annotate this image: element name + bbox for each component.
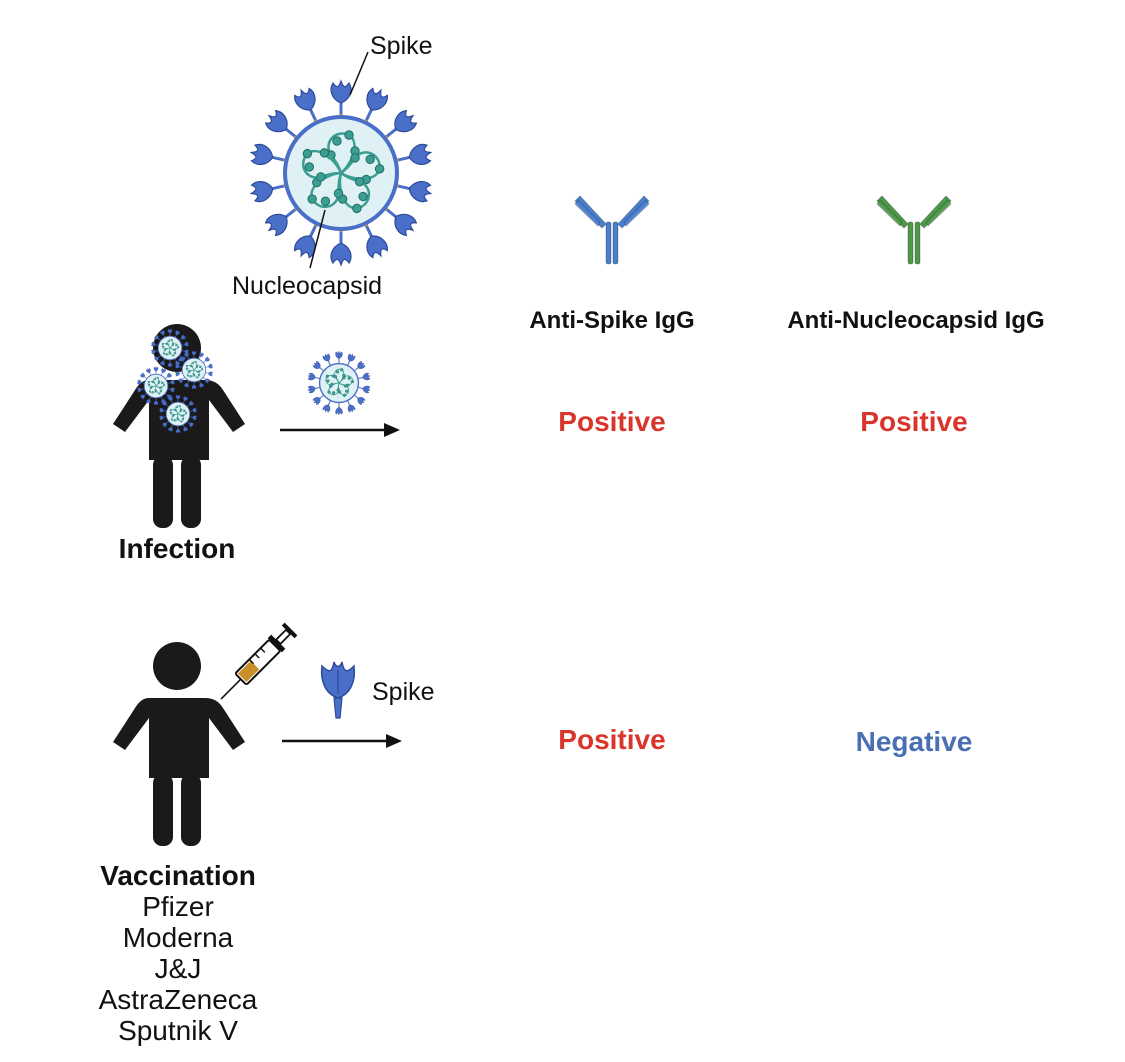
virus-icon xyxy=(158,394,198,434)
infection-anti-nucleocapsid-result: Positive xyxy=(860,406,968,437)
antibody-icon xyxy=(574,195,650,265)
virus-icon xyxy=(174,350,214,390)
infection-label: Infection xyxy=(118,533,236,564)
antibody-icon xyxy=(876,195,952,265)
nucleocapsid-label: Nucleocapsid xyxy=(232,272,383,300)
arrow-icon xyxy=(282,734,402,748)
spike-protein-icon xyxy=(320,661,356,719)
virus-icon xyxy=(249,79,433,267)
infection-anti-spike-result: Positive xyxy=(558,406,666,437)
vaccine-name: Moderna xyxy=(122,922,234,953)
vaccination-label-stack: Vaccination Pfizer Moderna J&J AstraZene… xyxy=(99,860,258,1046)
person-icon xyxy=(113,642,245,846)
vaccine-name: J&J xyxy=(154,953,202,984)
anti-nucleocapsid-header: Anti-Nucleocapsid IgG xyxy=(787,307,1045,334)
arrow-icon xyxy=(280,423,400,437)
virus-icon xyxy=(307,350,371,416)
spike-label: Spike xyxy=(370,32,433,60)
vaccination-label: Vaccination xyxy=(100,860,256,891)
anti-spike-header: Anti-Spike IgG xyxy=(529,307,695,334)
syringe-icon xyxy=(220,622,298,700)
vaccine-name: AstraZeneca xyxy=(98,984,258,1015)
virus-icon xyxy=(136,366,176,406)
vaccine-name: Sputnik V xyxy=(118,1015,238,1046)
vaccination-anti-nucleocapsid-result: Negative xyxy=(855,726,973,757)
vaccine-name: Pfizer xyxy=(142,891,214,922)
vaccine-antigen-label: Spike xyxy=(372,678,435,706)
vaccination-anti-spike-result: Positive xyxy=(558,724,666,755)
